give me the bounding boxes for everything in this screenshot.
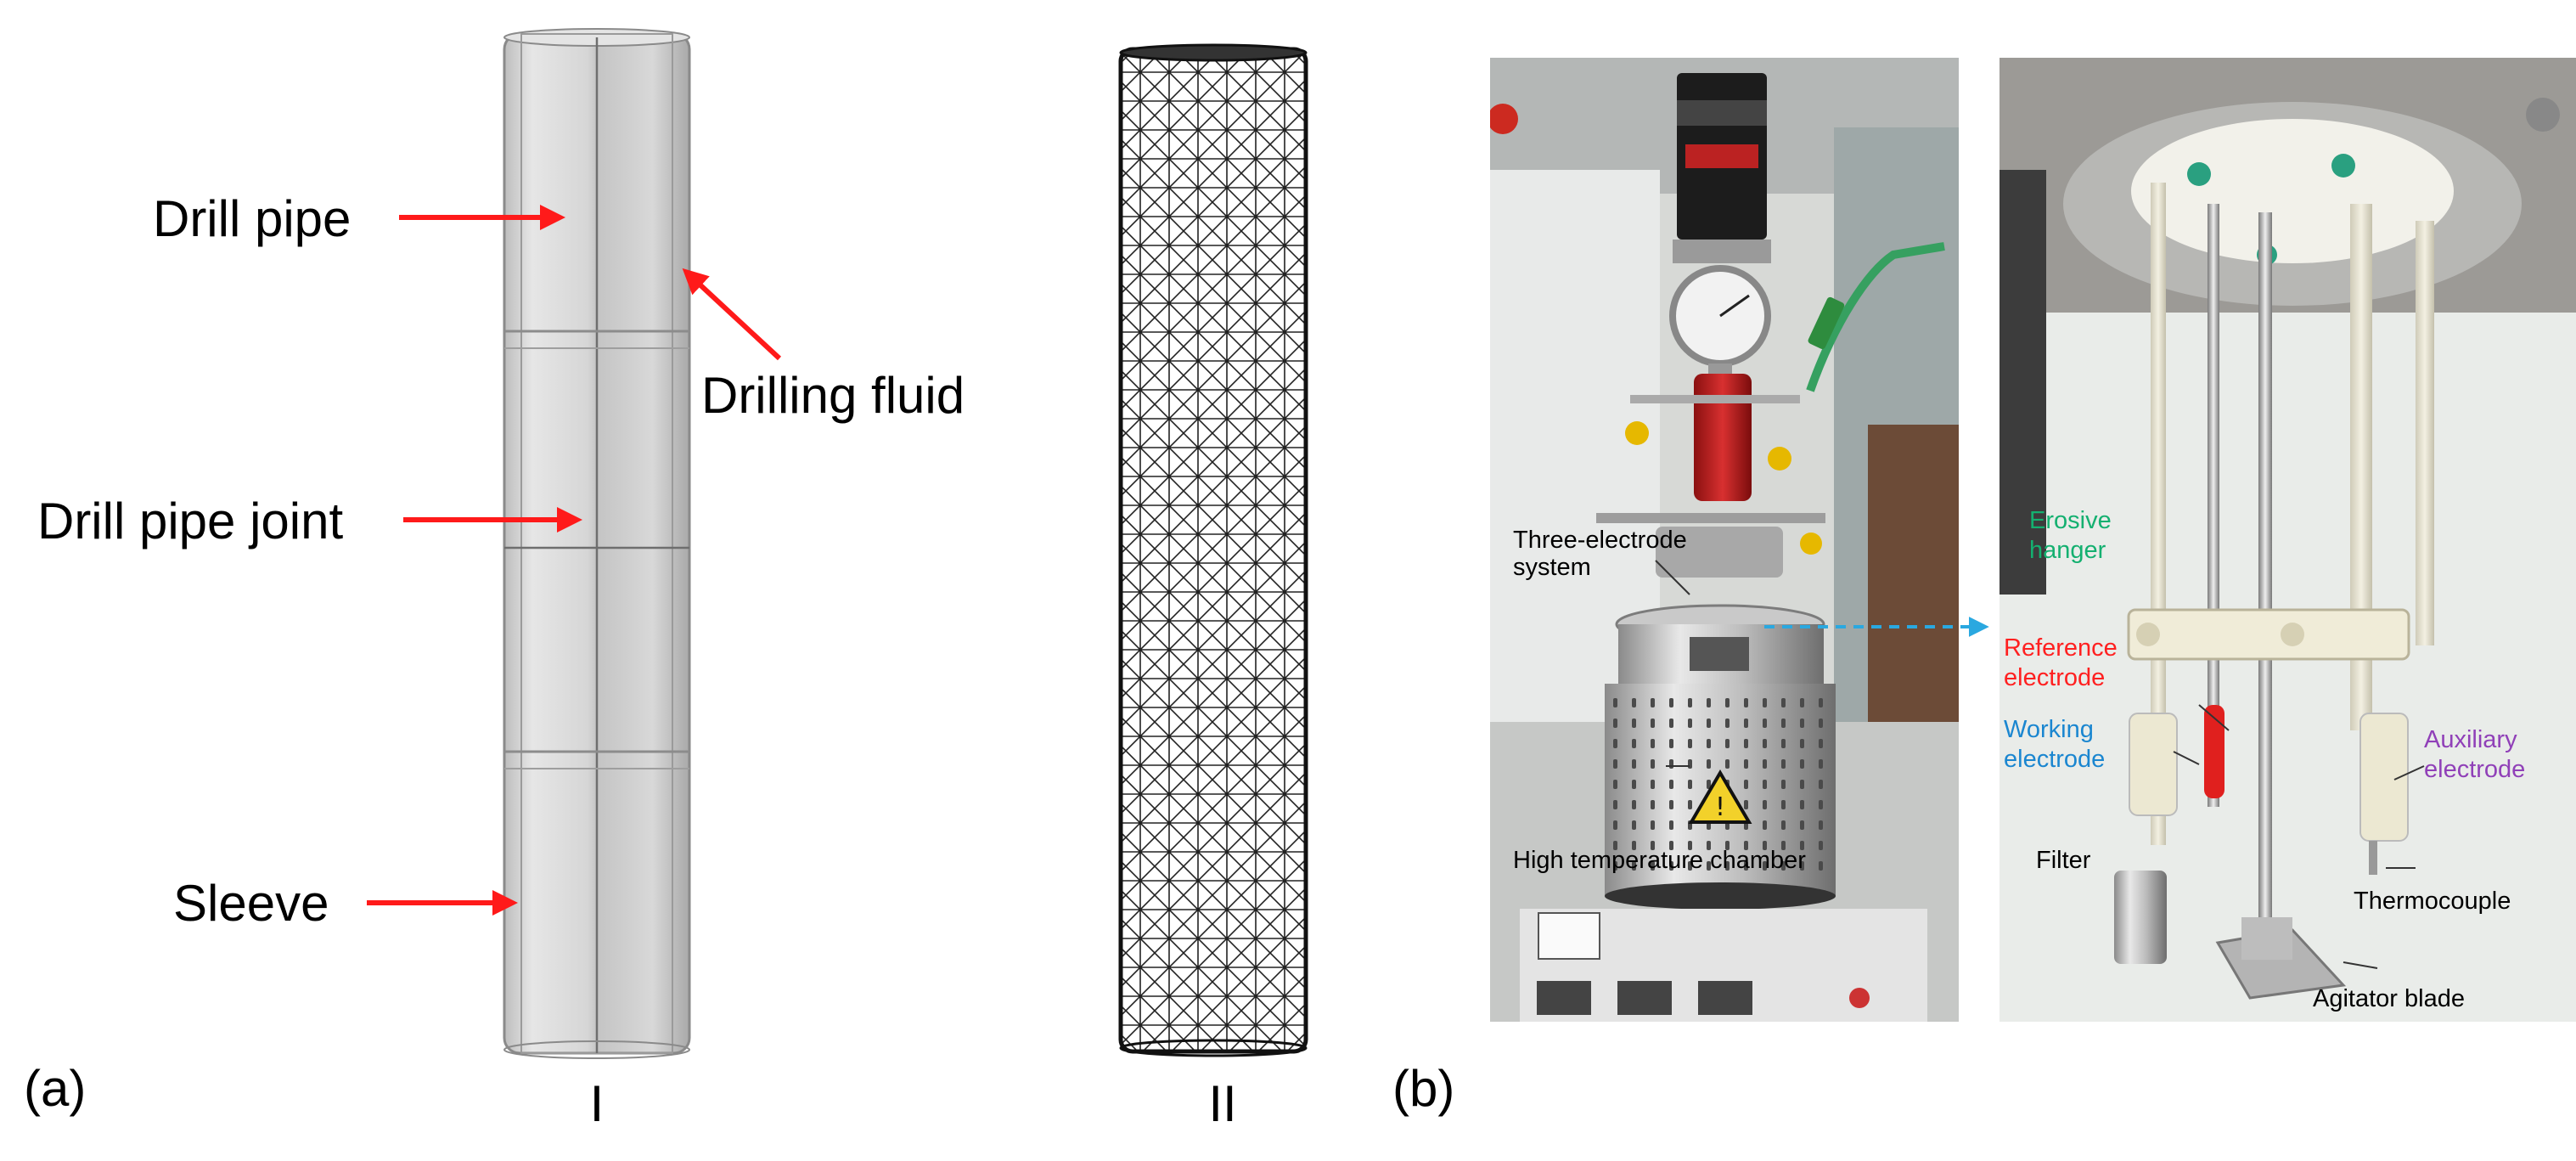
filter-label: Filter [2036,847,2091,874]
working-electrode-label-line1: Working [2004,716,2094,743]
reference-electrode-label-line1: Reference [2004,634,2118,662]
three-electrode-label-line2: system [1513,554,1591,581]
auxiliary-electrode-label-line1: Auxiliary [2424,726,2517,753]
model-i-label: I [590,1075,605,1132]
drill-pipe-label: Drill pipe [153,190,351,247]
panel-a: Drill pipe Drilling fluid Drill pipe joi… [24,28,1308,1132]
electrode-assembly-photo: Erosive hanger Reference electrode Worki… [1999,58,2576,1022]
erosive-hanger-label-line2: hanger [2029,537,2106,564]
panel-b: (b) [1392,58,2576,1117]
agitator-blade-label: Agitator blade [2313,985,2465,1012]
three-electrode-label-line1: Three-electrode [1513,527,1687,554]
autoclave-photo: ! Three-electrode system High temperatur… [1490,58,1959,1022]
drill-pipe-mesh-model [1118,43,1308,1057]
thermocouple-label: Thermocouple [2354,888,2511,915]
drilling-fluid-label: Drilling fluid [701,367,965,424]
auxiliary-electrode-label-line2: electrode [2424,756,2525,783]
drilling-fluid-arrow [682,268,782,361]
panel-b-label: (b) [1392,1060,1454,1117]
svg-text:!: ! [1715,792,1725,822]
working-electrode-label-line2: electrode [2004,746,2105,773]
high-temperature-chamber-label: High temperature chamber [1513,847,1806,874]
drill-pipe-joint-label: Drill pipe joint [37,493,343,550]
drill-pipe-solid-model [503,28,691,1059]
erosive-hanger-label-line1: Erosive [2029,507,2112,534]
sleeve-label: Sleeve [173,875,329,932]
reference-electrode-label-line2: electrode [2004,664,2105,691]
panel-a-label: (a) [24,1060,86,1117]
model-ii-label: II [1208,1075,1236,1132]
